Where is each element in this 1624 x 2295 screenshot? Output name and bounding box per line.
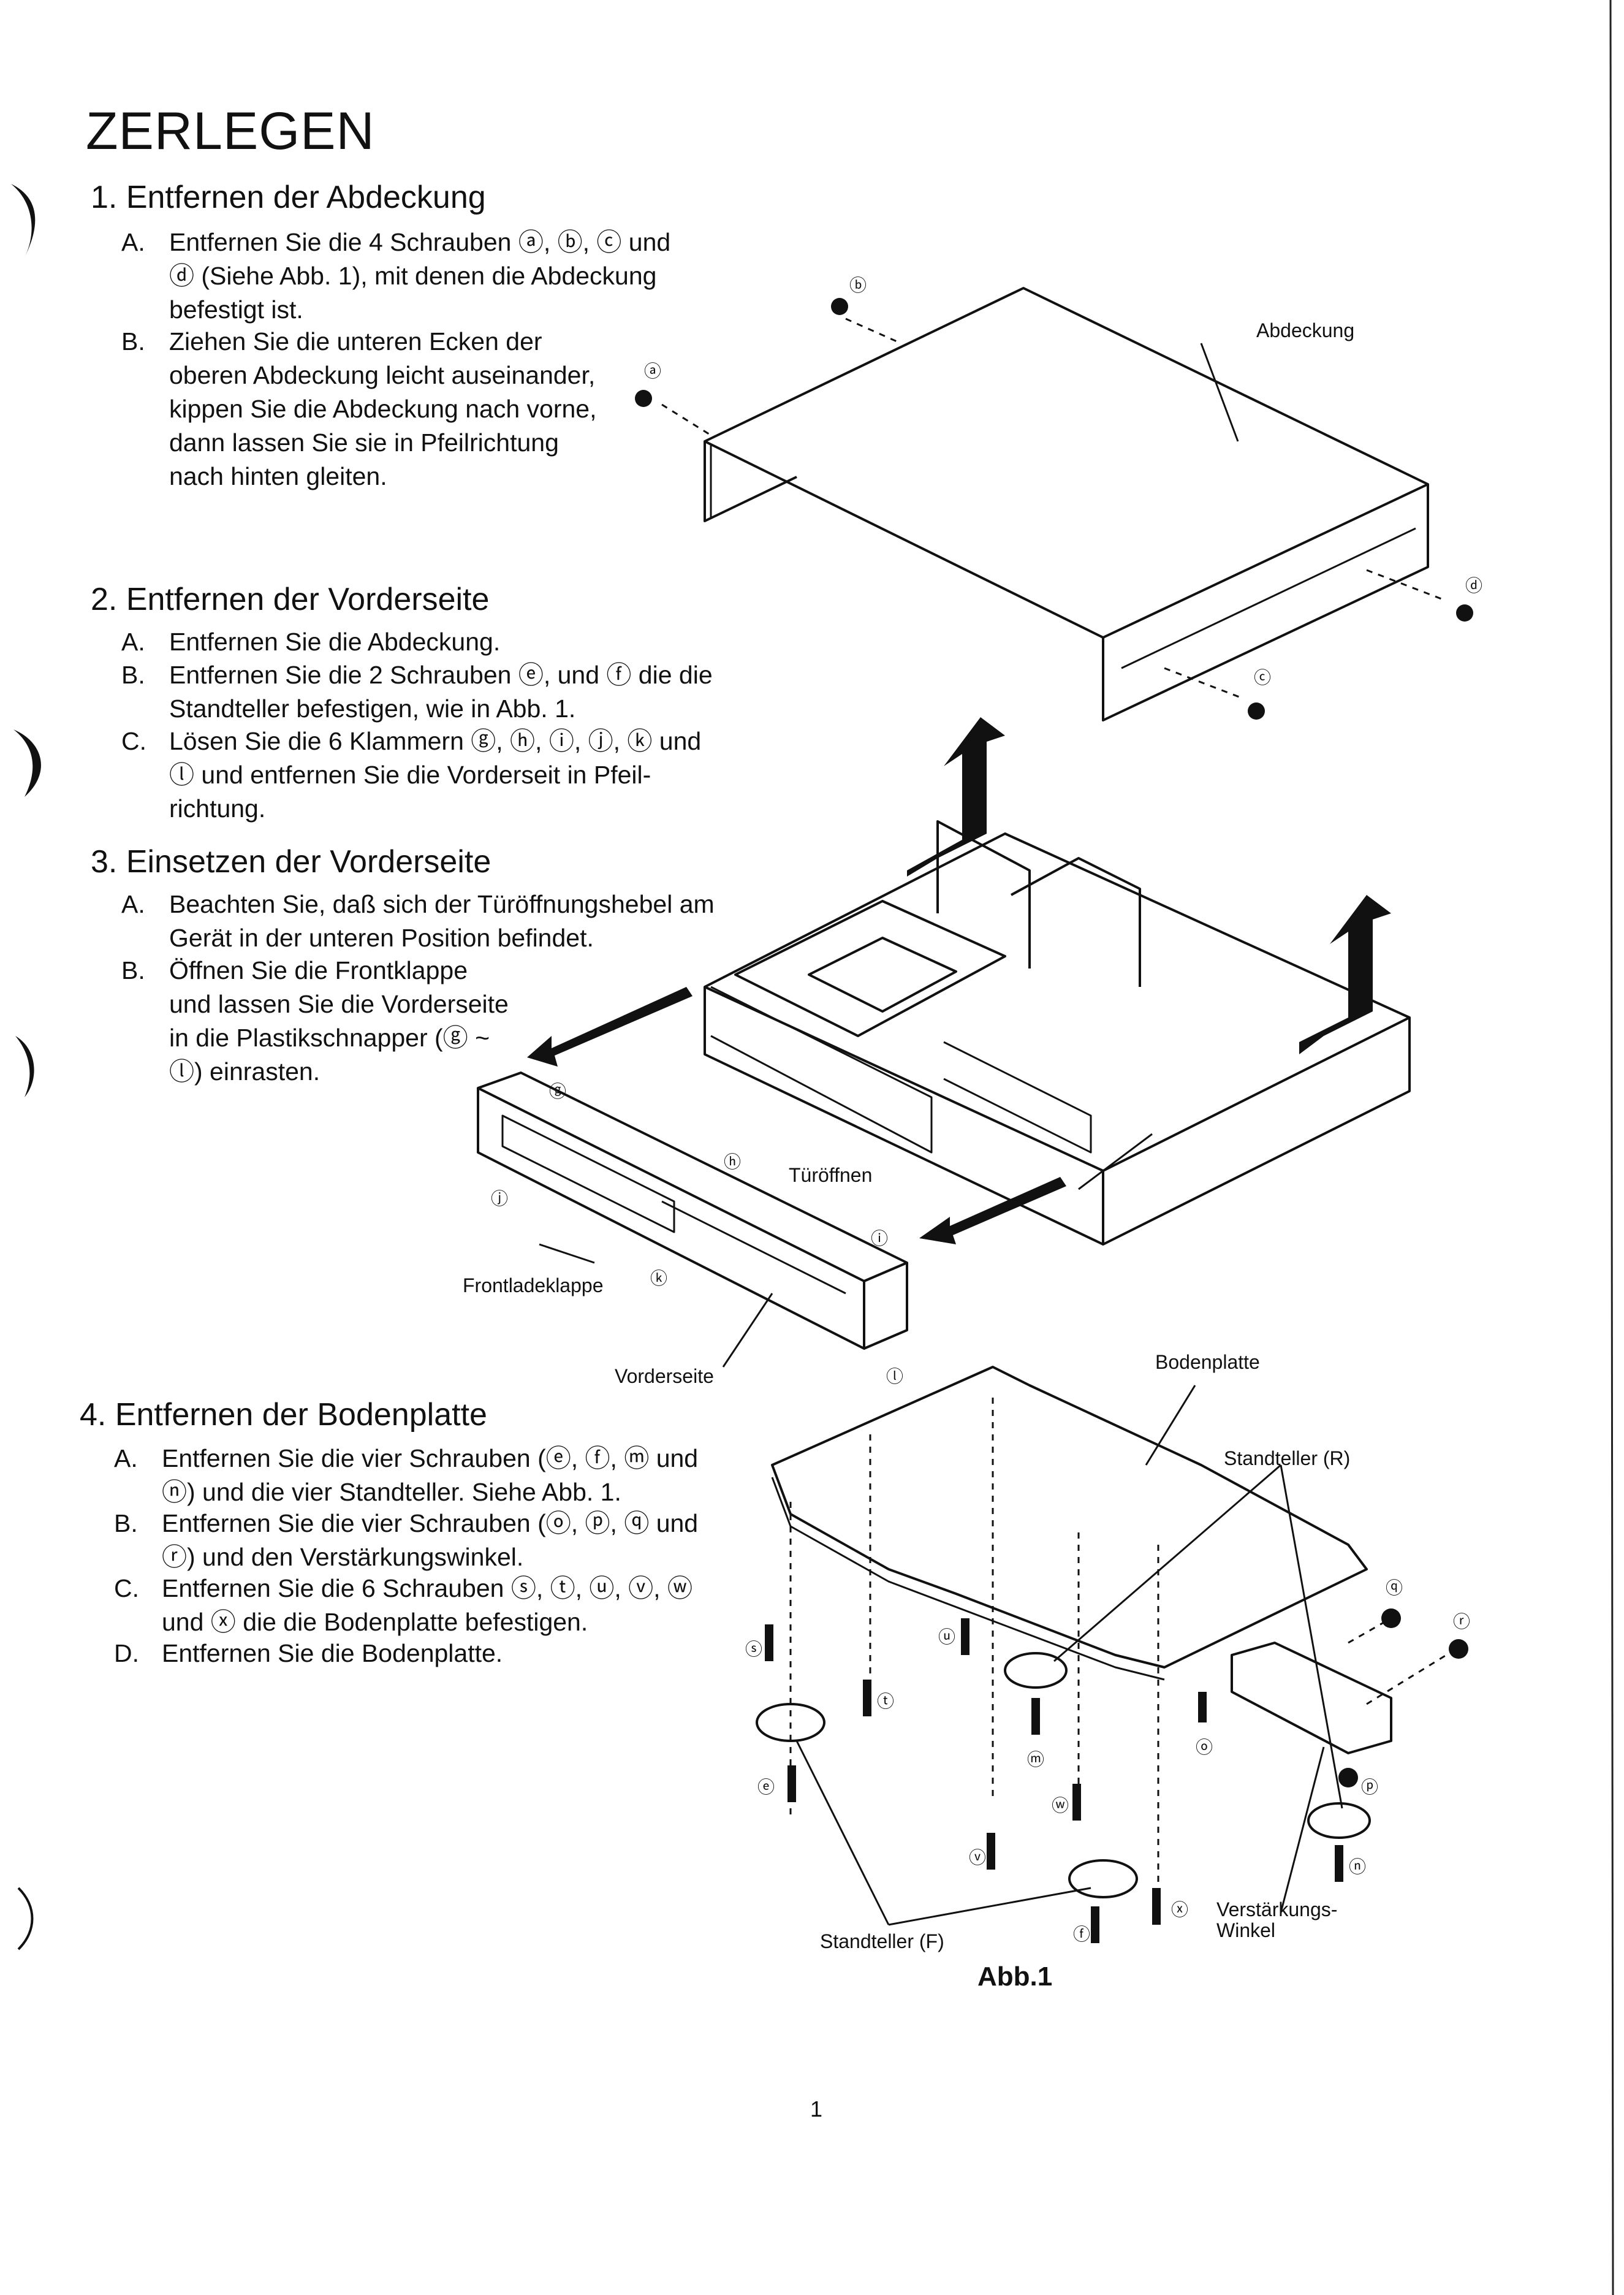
- callout-k: ⓚ: [650, 1269, 667, 1288]
- callout-u: ⓤ: [938, 1627, 955, 1646]
- callout-q: ⓠ: [1386, 1578, 1403, 1597]
- callout-o: ⓞ: [1196, 1738, 1213, 1757]
- callout-s: ⓢ: [745, 1640, 762, 1659]
- section-3-step-a: A. Beachten Sie, daß sich der Türöffnung…: [121, 890, 715, 952]
- section-1-heading: 1. Entfernen der Abdeckung: [91, 180, 486, 215]
- callout-g: ⓖ: [549, 1082, 566, 1101]
- bottom-plate: [771, 1366, 1368, 1681]
- screw-t: [863, 1680, 871, 1716]
- scan-mark-3: [15, 1036, 34, 1097]
- label-winkel: Winkel: [1216, 1919, 1276, 1941]
- scan-mark-1: [11, 184, 36, 257]
- section-4-step-b: B. Entfernen Sie die vier Schrauben (ⓞ, …: [114, 1509, 699, 1571]
- label-bodenplatte: Bodenplatte: [1155, 1351, 1260, 1373]
- arrow-left-front: [527, 987, 692, 1067]
- section-3-heading: 3. Einsetzen der Vorderseite: [91, 844, 491, 880]
- arrow-up-rear: [1299, 895, 1391, 1054]
- callout-n: ⓝ: [1349, 1857, 1366, 1876]
- screw-f: [1091, 1906, 1099, 1943]
- scan-mark-4: [17, 1887, 34, 1951]
- screw-c: [1248, 702, 1265, 720]
- callout-i: ⓘ: [871, 1229, 888, 1248]
- section-3-step-b: B. Öffnen Sie die Frontklappe und lassen…: [121, 956, 509, 1086]
- callout-h: ⓗ: [724, 1152, 741, 1171]
- scan-mark-2: [13, 729, 41, 797]
- section-4-step-c: C. Entfernen Sie die 6 Schrauben ⓢ, ⓣ, ⓤ…: [114, 1574, 692, 1636]
- section-4-step-d: D. Entfernen Sie die Bodenplatte.: [114, 1639, 503, 1667]
- section-2-step-c: C. Lösen Sie die 6 Klammern ⓖ, ⓗ, ⓘ, ⓙ, …: [121, 727, 702, 823]
- screw-m: [1031, 1698, 1040, 1735]
- screw-q: [1381, 1608, 1401, 1628]
- label-standteller-r: Standteller (R): [1224, 1447, 1351, 1469]
- arrow-up-front: [907, 717, 1005, 877]
- foot-rear-left: [1004, 1652, 1068, 1689]
- callout-a: ⓐ: [644, 362, 661, 381]
- foot-rear-right: [1307, 1802, 1371, 1839]
- callout-w: ⓦ: [1052, 1796, 1069, 1815]
- callout-e: ⓔ: [757, 1778, 775, 1797]
- section-1-step-b: B. Ziehen Sie die unteren Ecken der ober…: [121, 327, 597, 490]
- screw-e: [787, 1765, 796, 1802]
- label-standteller-f: Standteller (F): [820, 1930, 944, 1952]
- figure-caption: Abb.1: [977, 1962, 1053, 1992]
- callout-t: ⓣ: [877, 1692, 894, 1711]
- section-4-step-a: A. Entfernen Sie die vier Schrauben (ⓔ, …: [114, 1444, 699, 1506]
- screw-u: [961, 1618, 969, 1655]
- callout-f: ⓕ: [1073, 1925, 1090, 1944]
- foot-front-right: [1068, 1859, 1138, 1898]
- section-2-step-a: A. Entfernen Sie die Abdeckung.: [121, 628, 501, 656]
- screw-w: [1072, 1784, 1081, 1821]
- page-number: 1: [810, 2096, 823, 2122]
- callout-r: ⓡ: [1453, 1612, 1470, 1631]
- arrow-left-rear: [919, 1177, 1066, 1244]
- callout-v: ⓥ: [969, 1848, 986, 1867]
- screw-b: [831, 298, 848, 315]
- screw-x: [1152, 1888, 1161, 1925]
- section-1-step-a: A. Entfernen Sie die 4 Schrauben ⓐ, ⓑ, ⓒ…: [121, 228, 671, 324]
- callout-d: ⓓ: [1465, 576, 1482, 595]
- front-panel: [477, 1071, 908, 1350]
- callout-c: ⓒ: [1254, 668, 1271, 687]
- section-2-heading: 2. Entfernen der Vorderseite: [91, 582, 490, 617]
- callout-x: ⓧ: [1171, 1900, 1188, 1919]
- screw-s: [765, 1624, 773, 1661]
- screw-a: [635, 390, 652, 407]
- section-4-heading: 4. Entfernen der Bodenplatte: [80, 1397, 487, 1433]
- label-frontladeklappe: Frontladeklappe: [463, 1274, 604, 1296]
- callout-j: ⓙ: [491, 1189, 508, 1208]
- screw-o: [1198, 1692, 1207, 1722]
- callout-p: ⓟ: [1361, 1778, 1378, 1797]
- callout-b: ⓑ: [849, 276, 867, 295]
- label-vorderseite: Vorderseite: [615, 1365, 714, 1387]
- top-cover: [704, 287, 1429, 721]
- screw-r: [1449, 1639, 1468, 1659]
- callout-m: ⓜ: [1027, 1750, 1044, 1769]
- label-tueroeffnen: Türöffnen: [789, 1164, 873, 1186]
- label-abdeckung: Abdeckung: [1256, 319, 1355, 341]
- label-verstaerkungs: Verstärkungs-: [1216, 1898, 1338, 1920]
- reinforcement-bracket: [1231, 1642, 1392, 1754]
- page-edge-line: [1609, 0, 1614, 2295]
- screw-d: [1456, 604, 1473, 622]
- section-2-step-b: B. Entfernen Sie die 2 Schrauben ⓔ, und …: [121, 661, 713, 723]
- screw-p: [1338, 1768, 1358, 1787]
- screw-v: [987, 1833, 995, 1870]
- callout-l: ⓛ: [886, 1367, 903, 1386]
- chassis: [704, 820, 1411, 1246]
- page-title: ZERLEGEN: [86, 102, 375, 161]
- screw-n: [1335, 1845, 1343, 1882]
